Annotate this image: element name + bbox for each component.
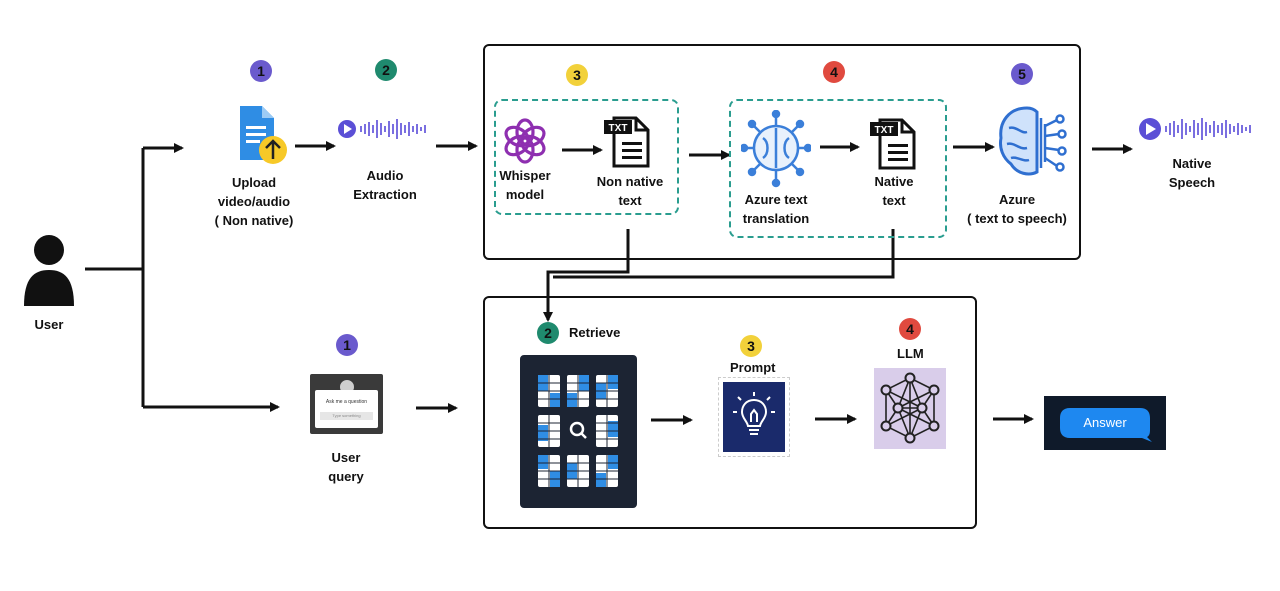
prompt-card (718, 377, 790, 457)
step-badge: 5 (1011, 63, 1033, 85)
query-card-icon: Ask me a question Type something (310, 374, 383, 434)
step-badge: 4 (899, 318, 921, 340)
answer-label: Answer (1083, 415, 1127, 430)
step4-dashed-group (729, 99, 947, 238)
step-badge: 4 (823, 61, 845, 83)
user-icon (22, 232, 76, 308)
txt-file-icon: TXT (870, 116, 918, 170)
line-native-to-retrieve (553, 229, 895, 279)
step-badge: 1 (336, 334, 358, 356)
step-badge: 1 (250, 60, 272, 82)
document-search-icon (520, 355, 637, 508)
speech-pipeline-box (483, 44, 1081, 260)
openai-logo-icon (502, 118, 548, 164)
neural-network-icon (874, 368, 946, 449)
audio-wave-icon (337, 116, 431, 142)
audio-wave-icon (1138, 115, 1254, 143)
rag-pipeline-box (483, 296, 977, 529)
query-card-title: Ask me a question (325, 399, 368, 405)
prompt-label: Prompt (730, 360, 776, 375)
ai-brain-icon (739, 109, 813, 188)
ai-head-brain-icon (997, 104, 1069, 182)
step-badge: 3 (740, 335, 762, 357)
step-badge: 3 (566, 64, 588, 86)
file-upload-icon (236, 104, 290, 168)
step3-dashed-group (494, 99, 679, 215)
user-label: User (34, 317, 64, 332)
step-badge: 2 (537, 322, 559, 344)
llm-label: LLM (897, 346, 924, 361)
azure-tts-label: Azure( text to speech) (967, 192, 1067, 226)
retrieve-label: Retrieve (569, 325, 621, 340)
lightbulb-icon (723, 382, 785, 452)
query-card-input: Type something (320, 412, 373, 420)
svg-text:TXT: TXT (609, 123, 628, 134)
txt-file-icon: TXT (604, 114, 652, 168)
answer-card: Answer (1044, 396, 1166, 450)
step-badge: 2 (375, 59, 397, 81)
svg-text:TXT: TXT (875, 125, 894, 136)
